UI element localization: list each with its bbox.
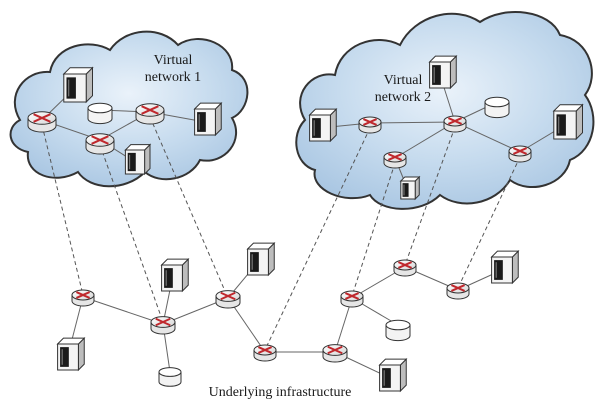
servers-layer [56,54,584,393]
server-icon [308,107,338,143]
storage-layer [87,96,510,387]
server-icon [552,103,584,141]
server-icon [399,175,421,201]
routers-layer [27,103,532,363]
server-icon [246,241,276,277]
server-icon [378,357,408,393]
router-icon [383,151,407,169]
server-icon [124,143,152,176]
storage-icon [87,102,113,125]
storage-icon [484,96,510,119]
router-icon [358,116,382,134]
virtual-network-2-label-line2: network 2 [374,90,432,105]
router-icon [393,259,417,277]
server-icon [193,101,223,137]
server-icon [490,249,520,285]
virtual-network-2-label-line1: Virtual [383,73,423,88]
router-icon [443,115,467,133]
virtual-network-2-label: Virtual network 2 [348,72,458,106]
infrastructure-links [67,261,503,379]
virtual-network-1-label-line2: network 1 [144,70,202,85]
server-icon [160,257,190,293]
server-icon [56,336,86,372]
storage-icon [385,319,411,342]
server-icon [428,54,458,90]
server-icon [62,66,94,104]
underlying-infrastructure-label: Underlying infrastructure [208,385,352,400]
router-icon [340,290,364,308]
storage-icon [158,367,182,387]
router-icon [253,344,277,362]
router-icon [135,103,165,125]
router-icon [446,282,470,300]
router-icon [27,111,57,133]
router-icon [85,133,115,155]
virtual-network-1-label: Virtual network 1 [118,52,228,86]
router-icon [215,290,241,309]
virtual-network-2-cloud [295,11,595,210]
virtual-network-1-label-line1: Virtual [153,53,193,68]
router-icon [322,344,348,363]
router-icon [150,316,176,335]
router-icon [71,289,95,307]
router-icon [508,145,532,163]
mapping-dashed-lines [41,116,521,351]
